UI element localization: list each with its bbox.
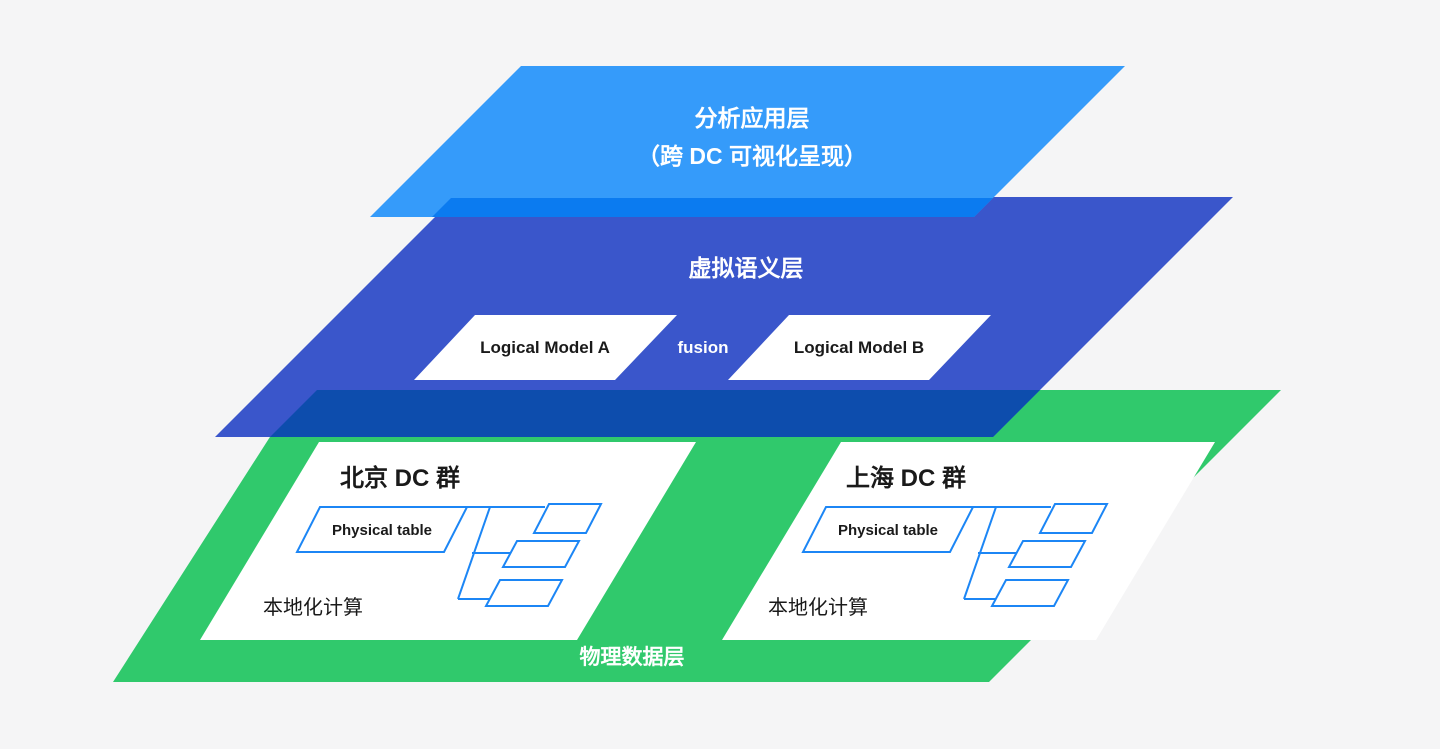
semantic-layer-title: 虚拟语义层 (689, 255, 804, 281)
table-child-node (501, 540, 581, 568)
semantic-layer-edge (270, 390, 1040, 437)
table-child-node (484, 579, 564, 607)
shanghai-table-tree (801, 503, 1109, 607)
table-child-node (990, 579, 1070, 607)
shanghai-cluster-title: 上海 DC 群 (846, 464, 966, 492)
beijing-cluster-title: 北京 DC 群 (340, 464, 460, 492)
logical-model-a-label: Logical Model A (480, 338, 610, 357)
fusion-label: fusion (678, 338, 729, 357)
table-child-node (532, 503, 603, 534)
logical-model-b-shape (728, 315, 991, 380)
shanghai-local-compute-label: 本地化计算 (768, 596, 868, 619)
app-layer-title: 分析应用层 (695, 105, 810, 131)
physical-table-shape (295, 506, 469, 553)
logical-model-a-shape (414, 315, 677, 380)
beijing-local-compute-label: 本地化计算 (263, 596, 363, 619)
app-layer-edge (432, 198, 993, 217)
shanghai-cluster-shape (722, 442, 1215, 640)
table-child-node (1007, 540, 1087, 568)
shanghai-physical-table-label: Physical table (838, 522, 938, 539)
logical-model-b-label: Logical Model B (794, 338, 924, 357)
physical-layer-title: 物理数据层 (580, 645, 685, 669)
app-layer-subtitle: （跨 DC 可视化呈现） (637, 143, 867, 169)
table-child-node (1038, 503, 1109, 534)
beijing-table-tree (295, 503, 603, 607)
app-layer-shape (370, 66, 1125, 217)
beijing-physical-table-label: Physical table (332, 522, 432, 539)
physical-table-shape (801, 506, 975, 553)
